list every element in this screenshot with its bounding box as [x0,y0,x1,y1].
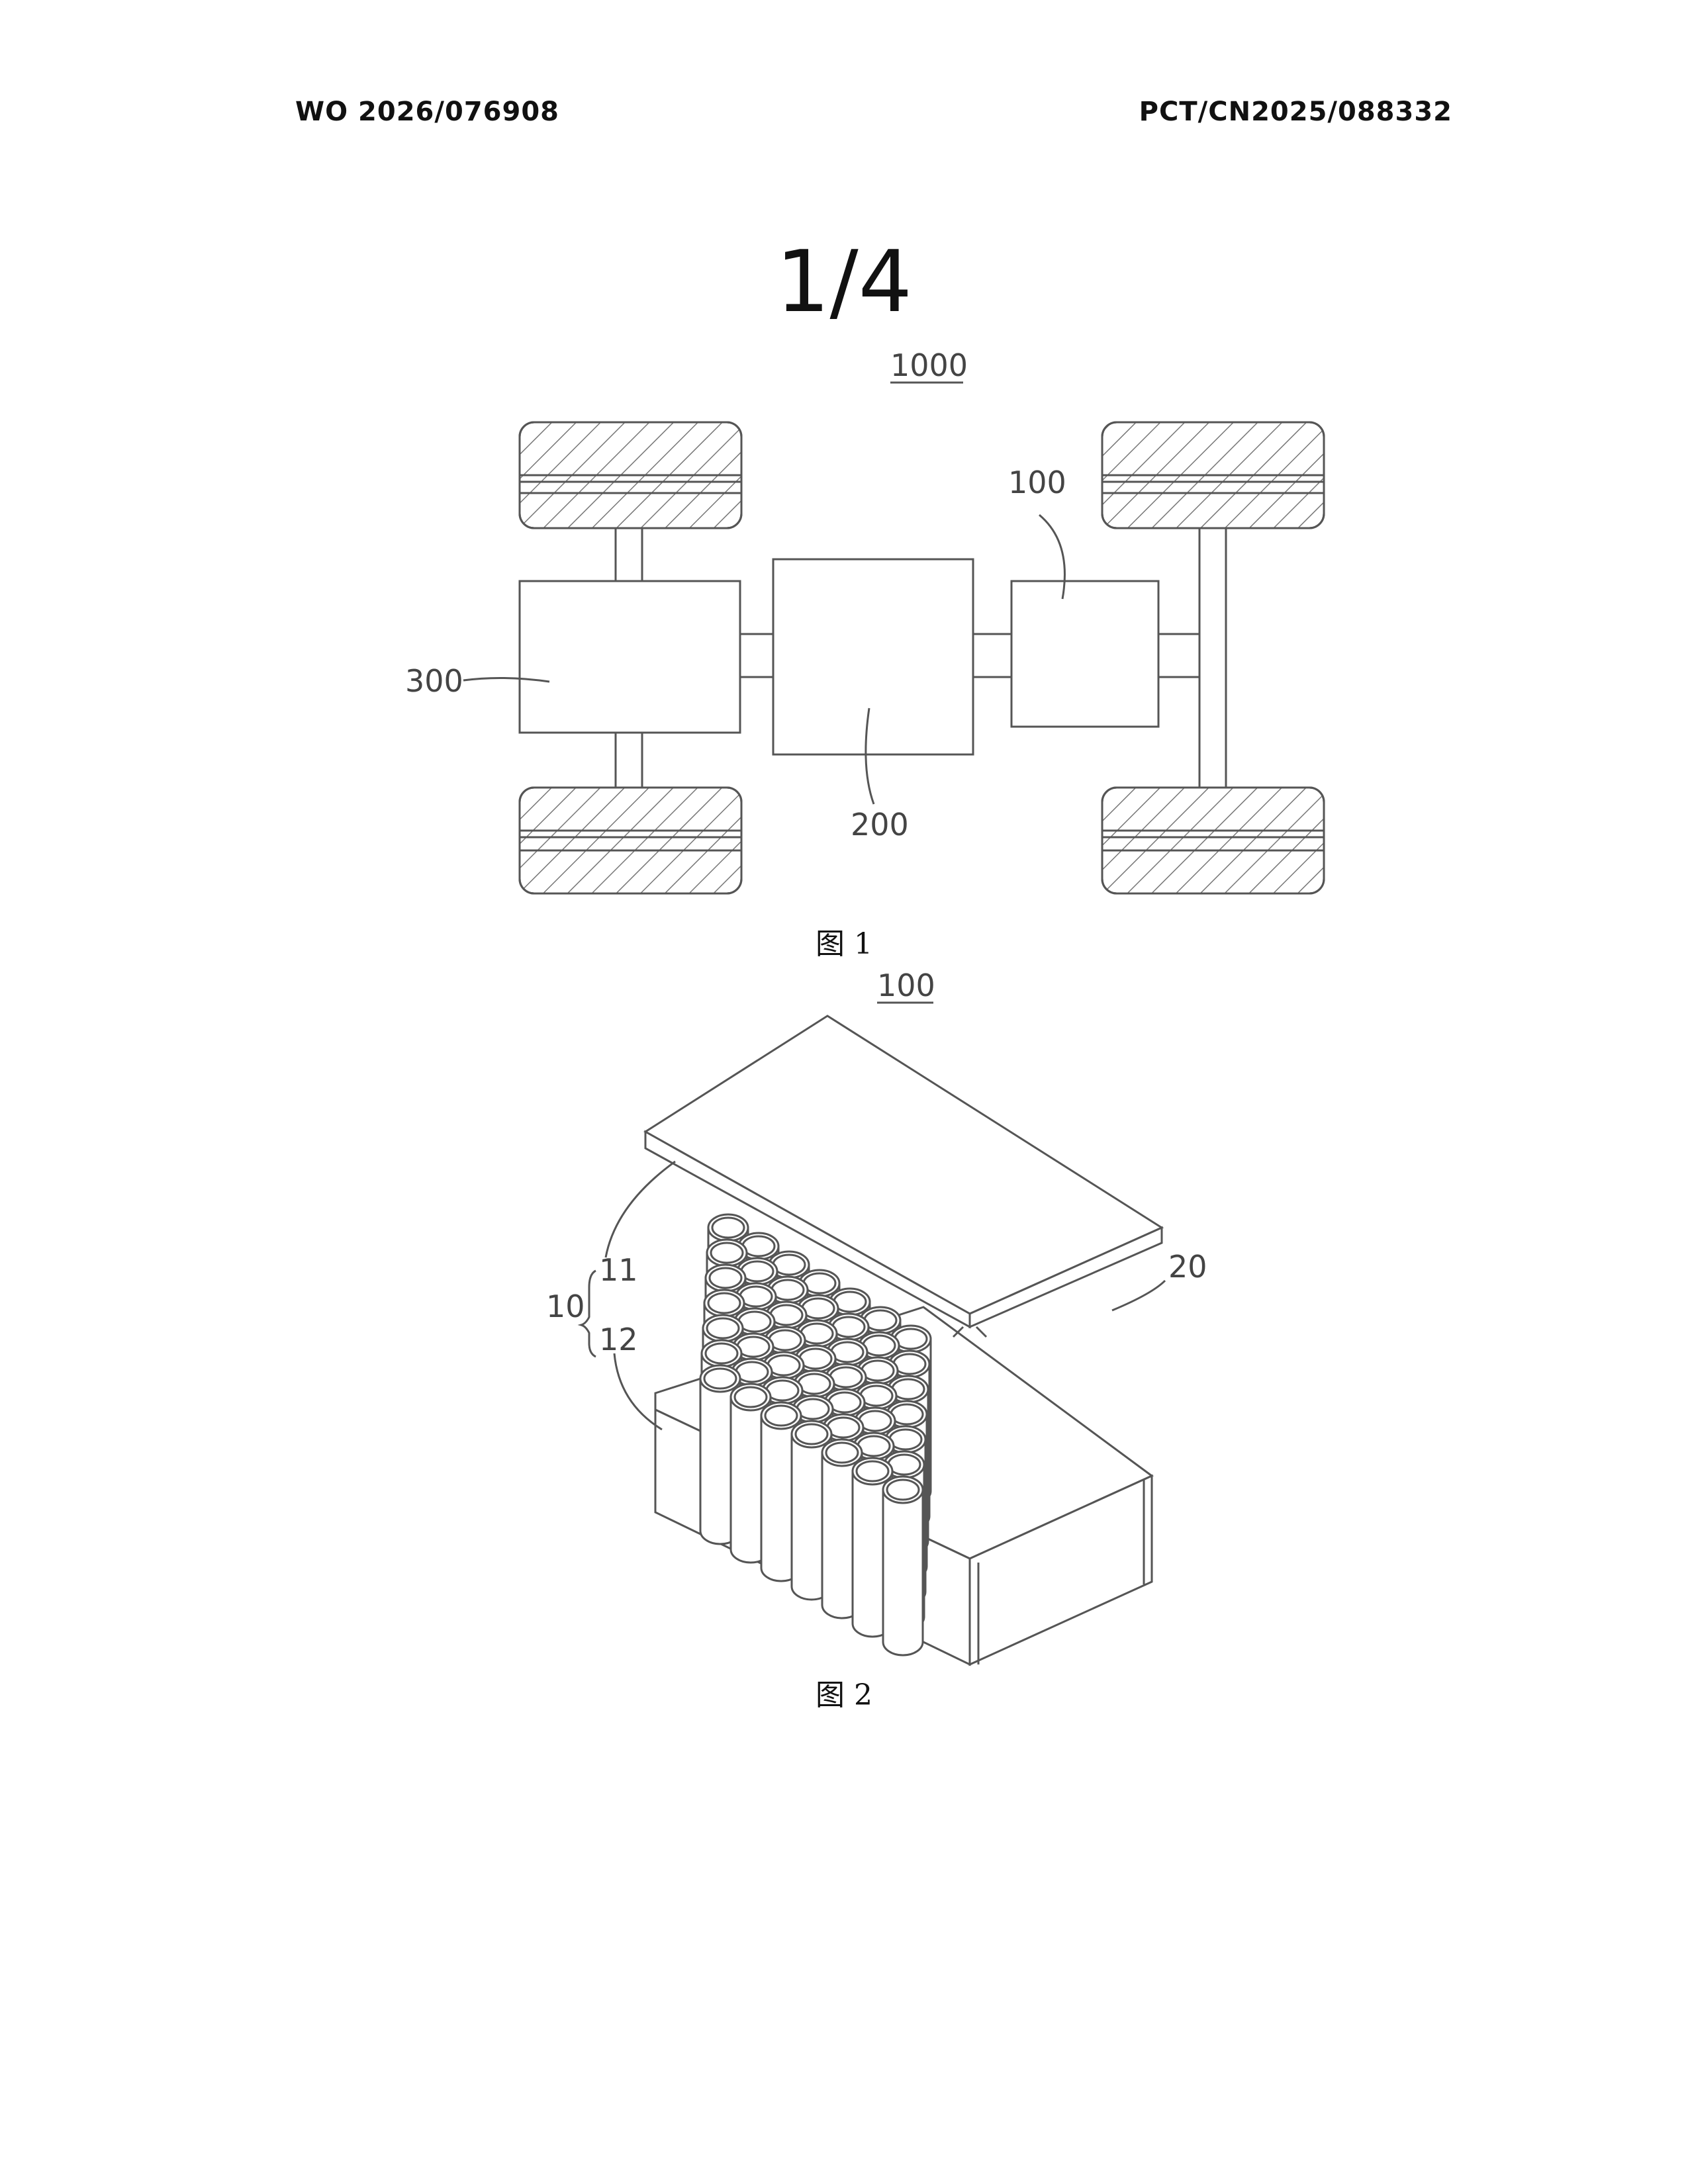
battery-box [1011,581,1158,727]
controller-box [773,559,973,754]
wheel-front-left [520,422,741,528]
motor-box [520,581,740,733]
figure-2: 100 11 12 10 20 [546,968,1207,1664]
label-base-12: 12 [599,1322,638,1357]
axle-right [1199,528,1226,788]
battery-cell [883,1477,923,1655]
axle-left-top [616,528,642,581]
shaft-controller-battery [973,634,1011,677]
figure-2-caption: 图 2 [0,1671,1688,1713]
figure-1: 1000 [405,347,1324,893]
figure-1-caption: 图 1 [0,920,1688,962]
leader-11 [606,1161,675,1257]
label-box-10: 10 [546,1289,585,1324]
label-cover-11: 11 [599,1252,638,1288]
fig2-title-ref: 100 [877,968,935,1003]
fig1-title-ref: 1000 [890,347,968,383]
axle-left-bottom [616,733,642,788]
shaft-battery-axle [1158,634,1199,677]
label-cells-20: 20 [1168,1249,1207,1285]
wheel-rear-left [520,788,741,893]
leader-20 [1112,1281,1165,1310]
wheel-rear-right [1102,788,1324,893]
label-controller-200: 200 [851,807,909,842]
label-battery-100: 100 [1008,465,1066,500]
wheel-front-right [1102,422,1324,528]
shaft-motor-controller [740,634,773,677]
label-motor-300: 300 [405,663,463,699]
